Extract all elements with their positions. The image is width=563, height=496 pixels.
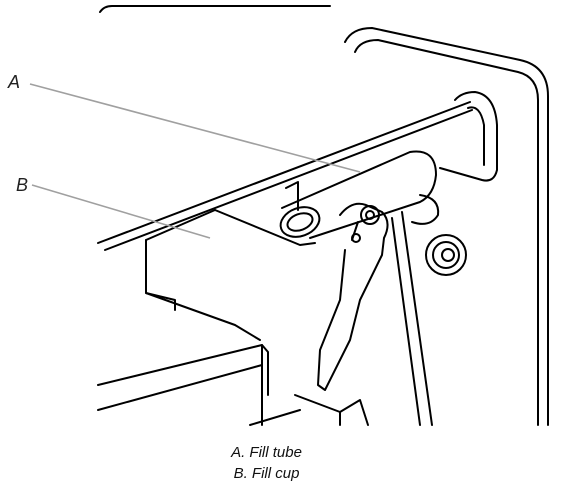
- fill-mechanism-illustration: [29, 5, 549, 426]
- fill-tube-end: [279, 206, 321, 238]
- callout-b: B: [16, 175, 29, 195]
- leader-line-b: [31, 184, 211, 239]
- housing-outline: [99, 5, 331, 13]
- rod-right: [401, 211, 433, 426]
- legend-item-a: A. Fill tube: [231, 444, 302, 461]
- adjust-knob-hole: [441, 248, 455, 262]
- lever-pivot: [360, 205, 380, 225]
- fill-tube-end-inner: [286, 212, 314, 232]
- legend-item-b: B. Fill cup: [233, 465, 300, 482]
- leader-line-a: [29, 83, 361, 173]
- fill-cup-front: [145, 239, 261, 341]
- rail-end-inner: [467, 106, 485, 166]
- side-panel: [344, 27, 549, 426]
- legend: A. Fill tube B. Fill cup: [0, 442, 563, 484]
- tray-side: [97, 364, 263, 411]
- rod-left: [391, 217, 421, 426]
- fill-tube-body: [281, 150, 437, 239]
- fill-cup-top: [145, 209, 216, 241]
- side-panel-inner: [354, 39, 539, 426]
- adjust-knob-ring: [432, 241, 460, 269]
- top-rail: [97, 101, 471, 244]
- tray-top: [97, 344, 269, 396]
- lever-arm: [317, 202, 389, 391]
- adjust-knob-outer: [425, 234, 467, 276]
- top-rail-lower: [104, 109, 473, 251]
- rail-end-cap: [439, 91, 498, 182]
- callout-a: A: [8, 72, 21, 92]
